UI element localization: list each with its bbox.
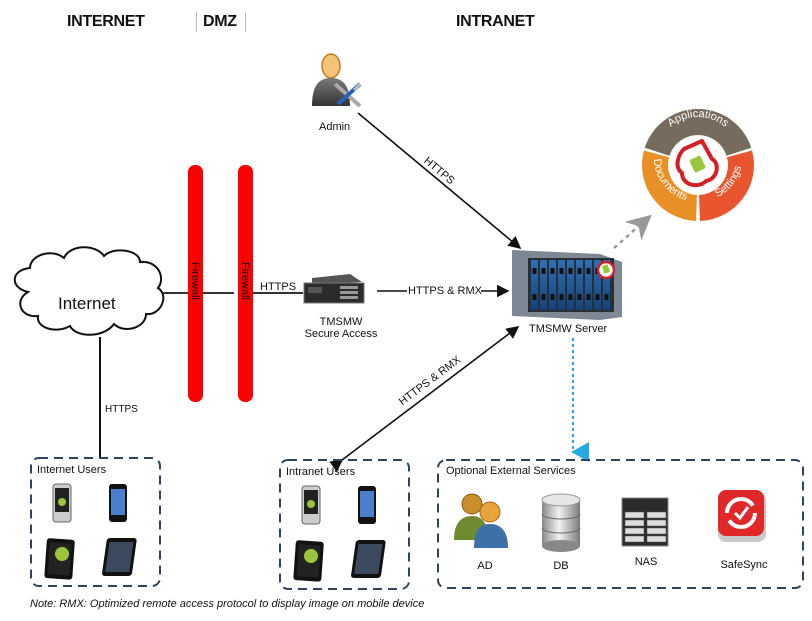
zone-intranet: INTRANET	[456, 13, 535, 30]
ad-users-icon	[454, 493, 508, 548]
wheel-segment-applications	[644, 108, 752, 156]
server-blade	[558, 260, 565, 310]
nas-bay	[646, 511, 667, 519]
admin-icon	[312, 53, 362, 108]
nas-bay	[646, 535, 667, 543]
server-blade	[531, 260, 538, 310]
service-label-safesync: SafeSync	[720, 559, 768, 571]
iphone-icon	[358, 486, 376, 524]
nas-bay	[624, 511, 645, 519]
zone-internet: INTERNET	[67, 13, 145, 30]
fw-connection-label: HTTPS	[260, 281, 297, 293]
nas-storage-icon	[621, 497, 669, 547]
intranet-users-to-server-arrow	[329, 326, 520, 472]
feature-wheel: Applications Documents Settings	[642, 108, 754, 221]
external-services-group-box	[437, 459, 804, 589]
android-tablet-icon	[293, 540, 324, 582]
internet-users-group-box	[30, 457, 161, 587]
safesync-icon	[718, 490, 766, 542]
secure-access-label-line1: TMSMW	[319, 316, 363, 328]
server-label: TMSMW Server	[529, 323, 608, 335]
footnote: Note: RMX: Optimized remote access proto…	[30, 598, 425, 610]
server-blade	[567, 260, 574, 310]
nas-bay	[624, 527, 645, 535]
database-icon	[541, 493, 581, 552]
android-tablet-icon	[44, 538, 75, 580]
tmsmw-server-icon	[512, 250, 622, 320]
zone-dmz: DMZ	[203, 13, 237, 30]
server-badge-icon	[596, 260, 616, 280]
dmz-divider-left	[196, 12, 197, 32]
firewall-2-bar	[238, 165, 253, 402]
intranet-users-group-box	[279, 459, 410, 590]
internet-users-title: Internet Users	[37, 464, 107, 476]
server-to-wheel-arrow	[613, 214, 652, 249]
server-blade	[594, 260, 601, 310]
ipad-icon	[102, 538, 137, 576]
ipad-icon	[351, 540, 386, 578]
admin-label: Admin	[319, 121, 351, 133]
external-services-title: Optional External Services	[446, 465, 576, 477]
nas-bay	[646, 527, 667, 535]
firewall-2-label: Firewall	[239, 262, 251, 300]
secure-access-server-icon	[303, 274, 365, 304]
server-blade	[540, 260, 547, 310]
server-blade	[576, 260, 583, 310]
server-blade	[603, 260, 610, 310]
server-blade	[549, 260, 556, 310]
android-phone-icon	[52, 483, 72, 523]
secure-access-connection-label: HTTPS & RMX	[408, 285, 482, 297]
internet-cloud-label: Internet	[58, 294, 116, 313]
secure-access-label: TMSMW Secure Access	[296, 316, 386, 340]
nas-bay	[624, 519, 645, 527]
nas-bay	[624, 535, 645, 543]
wheel-segment-settings	[699, 150, 754, 221]
iphone-icon	[109, 484, 127, 522]
wheel-segment-documents	[642, 150, 697, 221]
android-phone-icon	[301, 485, 321, 525]
firewall-1-label: Firewall	[189, 262, 201, 300]
firewall-1-bar	[188, 165, 203, 402]
admin-to-server-arrow	[357, 112, 522, 250]
intranet-users-title: Intranet Users	[286, 466, 356, 478]
secure-access-label-line2: Secure Access	[304, 328, 378, 340]
service-label-db: DB	[553, 560, 569, 572]
internet-cloud-icon	[13, 246, 165, 336]
server-blade	[585, 260, 592, 310]
service-label-ad: AD	[477, 560, 493, 572]
dmz-divider-right	[245, 12, 246, 32]
mobility-logo-icon	[675, 139, 719, 188]
nas-bay	[646, 519, 667, 527]
internet-users-connection-label: HTTPS	[105, 404, 138, 415]
service-label-nas: NAS	[634, 556, 658, 568]
